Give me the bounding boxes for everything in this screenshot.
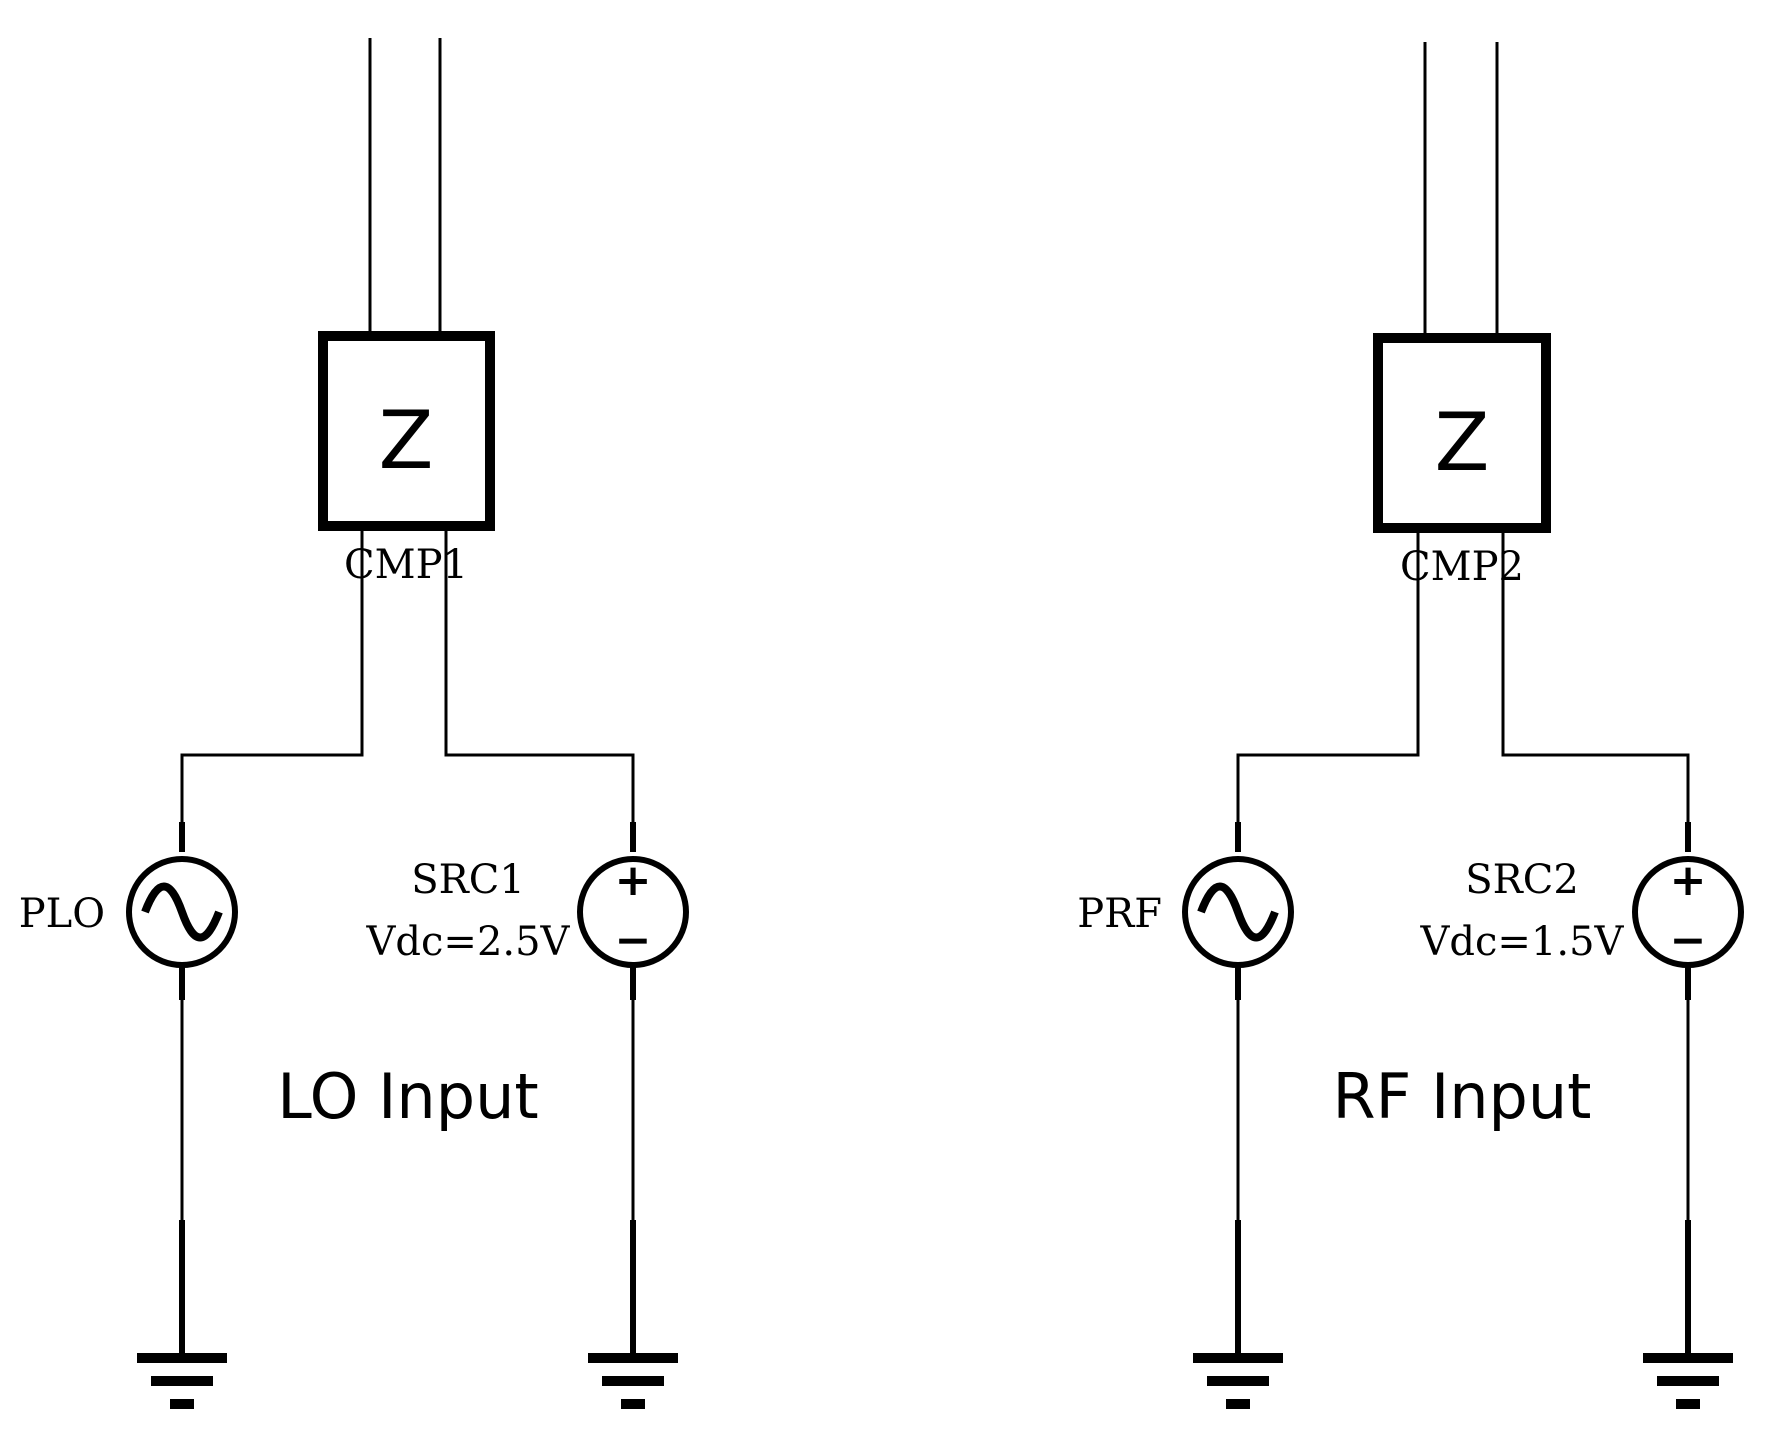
rf-input-caption: RF Input [1333,1060,1592,1133]
cmp1-impedance-box [318,331,495,531]
minus-sign-icon: − [1670,915,1707,966]
sine-wave-icon [141,882,223,942]
cmp2-symbol: Z [1435,396,1490,489]
lo-input-caption: LO Input [277,1060,538,1133]
ground-icon [1643,1353,1733,1409]
src1-value: Vdc=2.5V [366,919,571,965]
src2-value: Vdc=1.5V [1420,919,1625,965]
cmp2-wire-to-src2 [1501,528,1690,852]
rf-input-circuit: Z CMP2 PRF + − SRC2 Vdc=1.5V [1077,42,1744,1409]
sine-wave-icon [1197,882,1279,942]
lo-input-circuit: Z CMP1 PLO + − SRC1 Vdc=2.5V [19,38,689,1409]
plus-sign-icon: + [1670,855,1707,906]
cmp1-symbol: Z [379,394,434,487]
cmp1-wire-to-src1 [444,526,635,852]
cmp1-wire-to-plo [180,526,364,852]
ground-icon [137,1353,227,1409]
ground-icon [1193,1353,1283,1409]
prf-label: PRF [1077,891,1162,937]
ground-icon [588,1353,678,1409]
src2-name: SRC2 [1465,857,1579,903]
src1-name: SRC1 [411,857,525,903]
plus-sign-icon: + [615,855,652,906]
cmp2-wire-to-prf [1236,528,1420,852]
cmp2-impedance-box [1373,333,1551,533]
minus-sign-icon: − [615,915,652,966]
plo-label: PLO [19,891,105,937]
